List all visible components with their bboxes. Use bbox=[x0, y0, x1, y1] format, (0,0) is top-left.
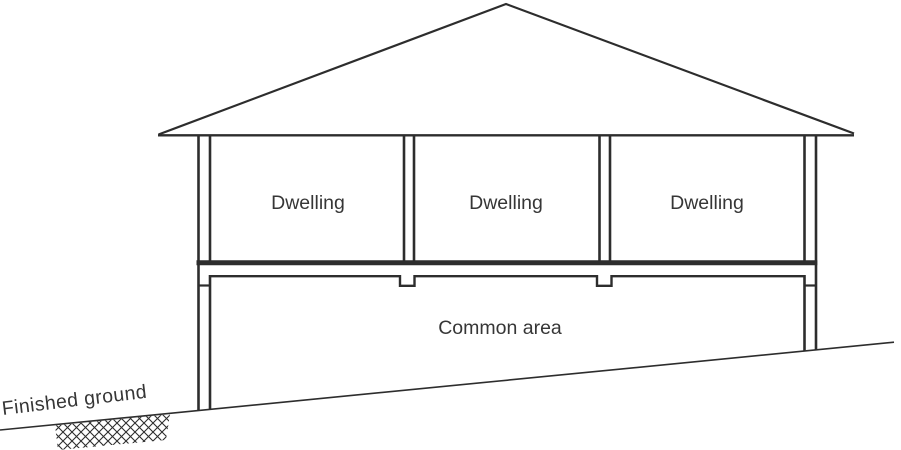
common-area-label: Common area bbox=[438, 317, 562, 339]
dwelling-label-3: Dwelling bbox=[670, 192, 744, 214]
common-ceiling-with-beams bbox=[210, 275, 804, 287]
earth-hatch-icon bbox=[55, 414, 170, 450]
dwelling-label-2: Dwelling bbox=[469, 192, 543, 214]
dwelling-label-1: Dwelling bbox=[271, 192, 345, 214]
roof-outline bbox=[158, 2, 855, 136]
ground-line bbox=[0, 341, 895, 431]
